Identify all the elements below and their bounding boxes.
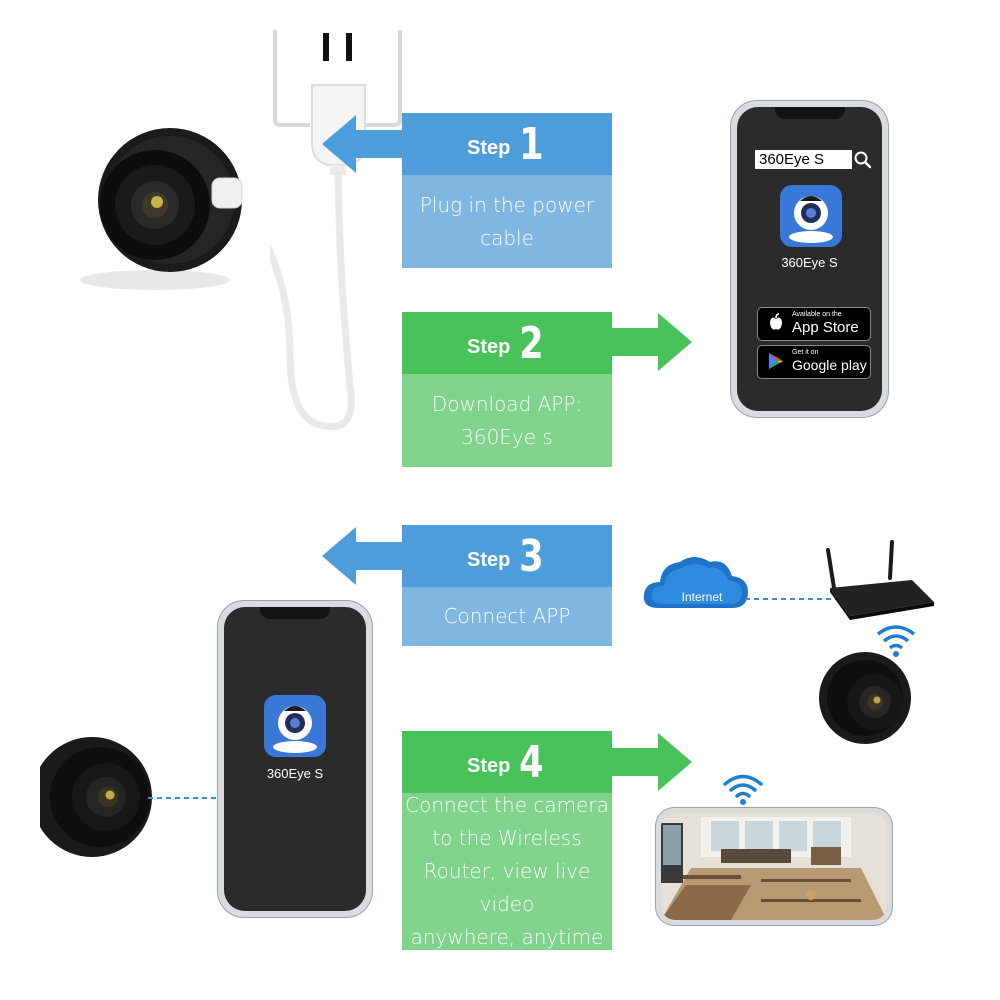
step2-header: Step 2 bbox=[402, 312, 612, 374]
step-number: 4 bbox=[519, 736, 544, 788]
phone-app-connect: 360Eye S bbox=[218, 601, 372, 917]
wifi-icon bbox=[723, 774, 763, 805]
phone-notch bbox=[774, 107, 845, 119]
step-text-line: anywhere, anytime bbox=[410, 925, 604, 949]
step2-arrow-right bbox=[610, 313, 692, 371]
step-number: 2 bbox=[519, 317, 544, 369]
step-text-line: to the Wireless bbox=[432, 826, 582, 850]
dashed-connection-line bbox=[745, 598, 840, 600]
step-text-line: Connect the camera bbox=[405, 793, 609, 817]
app-icon-360eye[interactable] bbox=[780, 185, 842, 247]
app-name-label: 360Eye S bbox=[781, 255, 838, 270]
app-store-badge[interactable]: Available on the App Store bbox=[757, 307, 871, 341]
step2-body: Download APP: 360Eye s bbox=[402, 374, 612, 467]
app-search-input[interactable]: 360Eye S bbox=[755, 150, 852, 169]
badge-big-text: Google play bbox=[792, 357, 867, 373]
google-play-icon bbox=[769, 353, 783, 369]
webcam-icon bbox=[273, 706, 317, 753]
google-play-badge[interactable]: Get it on Google play bbox=[757, 345, 871, 379]
step-text-line: 360Eye s bbox=[461, 424, 553, 449]
power-plug-icon bbox=[270, 30, 402, 430]
cloud-label: Internet bbox=[681, 590, 723, 604]
webcam-icon bbox=[789, 196, 833, 243]
phone-notch bbox=[260, 607, 330, 619]
step3-arrow-left bbox=[322, 527, 404, 585]
step-text-line: Connect APP bbox=[443, 604, 571, 628]
phone-screen: 360Eye S bbox=[224, 607, 366, 911]
step-label: Step bbox=[467, 136, 511, 159]
step-number: 3 bbox=[519, 530, 544, 582]
camera-device-left bbox=[40, 737, 152, 857]
apple-icon bbox=[770, 313, 782, 330]
app-name-label: 360Eye S bbox=[266, 766, 324, 781]
phone-live-video bbox=[656, 808, 892, 925]
badge-small-text: Available on the bbox=[792, 311, 842, 318]
phone-app-store: 360Eye S 360Eye S Available on the App S… bbox=[731, 101, 888, 417]
step4-arrow-right bbox=[610, 733, 692, 791]
cloud-icon bbox=[643, 557, 748, 608]
app-icon-360eye[interactable] bbox=[264, 695, 326, 757]
step-label: Step bbox=[467, 548, 511, 571]
step1-header: Step 1 bbox=[402, 113, 612, 175]
step4-header: Step 4 bbox=[402, 731, 612, 793]
dashed-connection-line bbox=[148, 797, 223, 799]
live-video-screen[interactable] bbox=[661, 813, 887, 920]
step1-arrow-left bbox=[322, 115, 404, 173]
step4-body: Connect the camera to the Wireless Route… bbox=[402, 793, 612, 950]
badge-big-text: App Store bbox=[792, 319, 859, 336]
step-number: 1 bbox=[519, 118, 544, 170]
step-text-line: Router, view live video bbox=[423, 859, 591, 916]
step1-body: Plug in the power cable bbox=[402, 175, 612, 268]
live-video-feed-image bbox=[661, 813, 887, 920]
step-text-line: Download APP: bbox=[431, 391, 583, 416]
step-label: Step bbox=[467, 335, 511, 358]
step-text-line: cable bbox=[480, 225, 534, 250]
phone-screen: 360Eye S 360Eye S Available on the App S… bbox=[737, 107, 882, 411]
search-icon[interactable] bbox=[853, 150, 873, 170]
router-icon bbox=[826, 540, 934, 620]
step-text-line: Plug in the power bbox=[419, 192, 595, 217]
wifi-signal-icon bbox=[876, 625, 916, 657]
step-label: Step bbox=[467, 754, 511, 777]
step3-body: Connect APP bbox=[402, 587, 612, 646]
camera-device-top bbox=[80, 128, 243, 290]
camera-device-right bbox=[819, 652, 911, 744]
step3-header: Step 3 bbox=[402, 525, 612, 587]
badge-small-text: Get it on bbox=[792, 349, 819, 356]
